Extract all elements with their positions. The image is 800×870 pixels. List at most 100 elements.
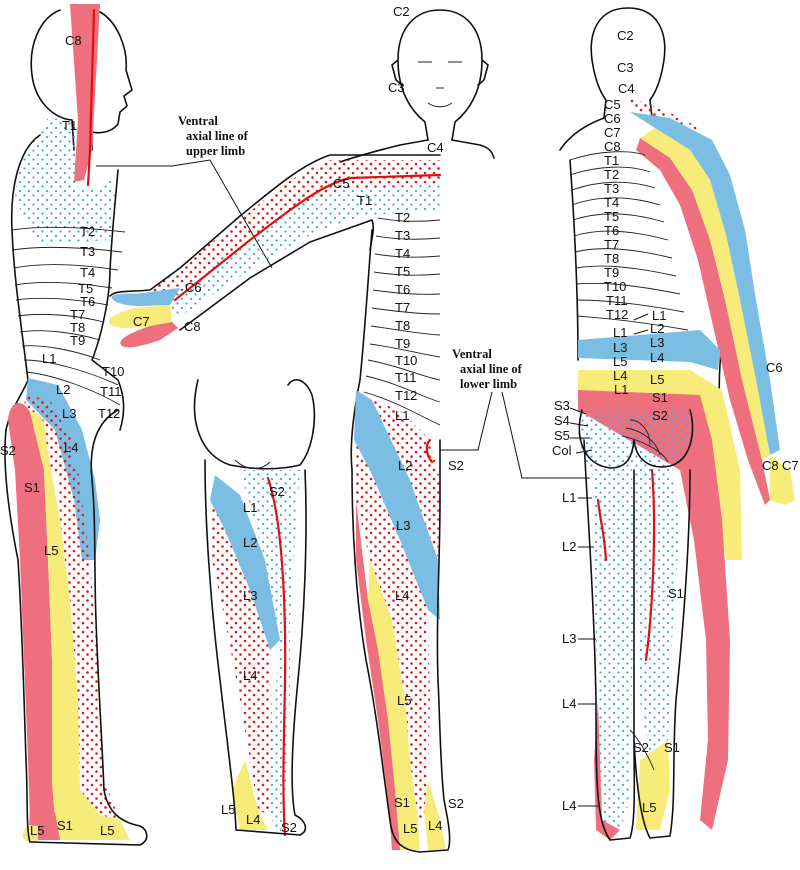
posterior-leader-ticks <box>569 313 649 807</box>
posterior-label: T10 <box>604 279 626 294</box>
anterior-label: L1 <box>395 408 409 423</box>
anterior-label: T12 <box>395 388 417 403</box>
lateral-label: T8 <box>70 320 85 335</box>
posterior-head-outline <box>590 7 666 119</box>
posterior-label: C6 <box>604 111 621 126</box>
medial-l4-dots <box>210 500 272 815</box>
anterior-view-figure: Ventral axial line of lower limb C2 C3 C… <box>108 4 590 853</box>
posterior-label: C7 <box>782 458 799 473</box>
posterior-label: L3 <box>650 335 664 350</box>
arm-c7-hand <box>108 305 172 328</box>
lateral-label: T10 <box>102 364 124 379</box>
posterior-label: L5 <box>650 372 664 387</box>
posterior-label: S5 <box>554 428 570 443</box>
lateral-s1-band <box>8 402 55 820</box>
posterior-l1-blue <box>578 330 720 370</box>
lateral-labels: C8 T1 T2 T3 T4 T5 T6 T7 T8 T9 T10 T11 T1… <box>0 33 124 838</box>
medial-label: L2 <box>243 535 257 550</box>
anterior-label: S2 <box>448 458 464 473</box>
anterior-label: T3 <box>395 228 410 243</box>
lower-caption-line3: lower limb <box>460 377 517 391</box>
posterior-label: C5 <box>604 97 621 112</box>
anterior-label: L2 <box>398 458 412 473</box>
posterior-label: S4 <box>554 413 570 428</box>
medial-l3-band <box>210 475 280 650</box>
medial-l2-dots <box>240 470 300 840</box>
anterior-torso-outline <box>339 139 495 471</box>
lateral-label: S2 <box>0 443 16 458</box>
anterior-label: S2 <box>448 796 464 811</box>
medial-buttock-outline <box>193 379 316 470</box>
posterior-label: L2 <box>650 321 664 336</box>
upper-caption-line2: axial line of <box>186 129 249 143</box>
posterior-c8-band <box>636 138 770 505</box>
lateral-label: T11 <box>100 384 121 399</box>
lateral-label: L2 <box>56 382 70 397</box>
lateral-label: L5 <box>30 823 44 838</box>
posterior-label: T5 <box>604 209 619 224</box>
upper-caption-line1: Ventral <box>178 114 218 128</box>
anterior-head-outline <box>391 9 489 141</box>
lateral-label: T5 <box>78 281 93 296</box>
lateral-l5-foot <box>22 825 38 842</box>
posterior-label: T3 <box>604 181 619 196</box>
posterior-label: L5 <box>642 800 656 815</box>
posterior-label: C6 <box>766 360 783 375</box>
medial-label: L4 <box>246 812 260 827</box>
upper-caption-line3: upper limb <box>186 144 245 158</box>
anterior-label: T7 <box>395 300 410 315</box>
anterior-label: L5 <box>403 821 417 836</box>
lower-caption-leader-2 <box>501 391 590 479</box>
medial-label: L5 <box>221 802 235 817</box>
arm-label: C5 <box>333 176 350 191</box>
posterior-buttock-dots <box>578 410 692 468</box>
posterior-label: C8 <box>762 458 779 473</box>
posterior-axial-line-2 <box>644 468 656 662</box>
arm-c6-hand <box>111 288 180 306</box>
lateral-label: L1 <box>42 351 56 366</box>
upper-limb-caption: Ventral axial line of upper limb <box>96 114 273 269</box>
anterior-label: T2 <box>395 210 410 225</box>
posterior-label: Col <box>552 443 572 458</box>
posterior-c6-band <box>640 128 770 460</box>
arm-labels: C5 T1 C6 C7 C8 <box>133 176 372 334</box>
posterior-hand <box>770 455 795 505</box>
anterior-l5-band <box>368 560 420 850</box>
medial-labels: S2 L1 L2 L3 L4 L5 L4 S2 <box>221 484 297 835</box>
lateral-label: T2 <box>80 224 95 239</box>
posterior-label: T7 <box>604 237 619 252</box>
posterior-label: S1 <box>664 740 680 755</box>
arm-label: C6 <box>185 280 202 295</box>
lateral-label: L4 <box>64 440 78 455</box>
posterior-label: L1 <box>613 325 627 340</box>
lower-caption-line1: Ventral <box>452 347 492 361</box>
anterior-labels: C2 C3 C4 T2 T3 T4 T5 T6 T7 T8 T9 T10 T11… <box>388 4 464 836</box>
medial-label: L1 <box>243 500 257 515</box>
anterior-trunk-contours <box>363 217 441 426</box>
lateral-t1-region <box>15 118 118 245</box>
posterior-view-figure: C2 C3 C4 C5 C6 C7 C8 T1 T2 T3 T4 T5 T6 T… <box>552 7 799 841</box>
anterior-label: T11 <box>395 370 416 385</box>
lateral-trunk-contours <box>11 226 126 406</box>
posterior-c5-band <box>630 112 780 455</box>
posterior-calf-contour <box>629 729 655 771</box>
posterior-l5-foot <box>636 740 670 830</box>
posterior-label: T8 <box>604 251 619 266</box>
anterior-label: T4 <box>395 246 410 261</box>
anterior-label: T9 <box>395 336 410 351</box>
anterior-axial-line <box>425 438 434 464</box>
arm-axial-line <box>173 173 442 302</box>
posterior-label: T11 <box>606 293 627 308</box>
anterior-face-features <box>418 61 462 108</box>
lateral-label: T4 <box>80 265 95 280</box>
anterior-label: T10 <box>395 353 417 368</box>
posterior-label: L5 <box>613 354 627 369</box>
lateral-label: T7 <box>70 307 85 322</box>
posterior-label: S2 <box>652 408 668 423</box>
posterior-label: T9 <box>604 265 619 280</box>
posterior-label: L4 <box>562 696 576 711</box>
medial-l5-band <box>232 760 268 830</box>
anterior-label: C3 <box>388 80 405 95</box>
anterior-label: L4 <box>428 818 442 833</box>
